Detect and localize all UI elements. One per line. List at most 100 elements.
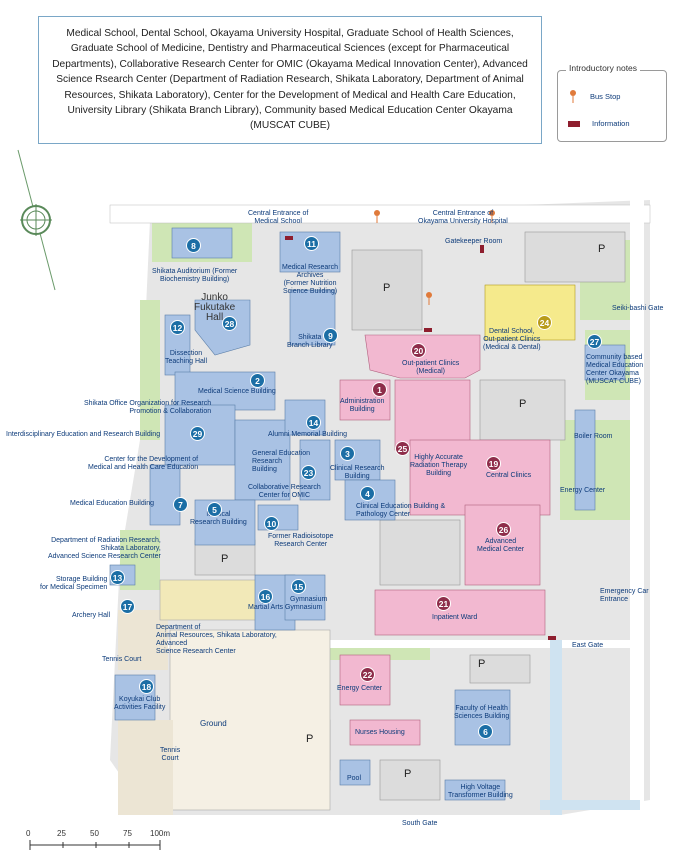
- blue-buildings: [109, 227, 626, 801]
- label-inpatient: Inpatient Ward: [432, 614, 478, 621]
- dental-building: [484, 284, 576, 341]
- scale-label-25: 25: [57, 829, 66, 838]
- label-shikata-office: Shikata Office Organization for Research…: [84, 400, 212, 415]
- label-ground: Ground: [200, 719, 227, 728]
- label-dept-radiation: Department of Radiation Research,Shikata…: [48, 537, 161, 560]
- label-east-gate: East Gate: [572, 642, 604, 649]
- label-martial: Martial Arts Gymnasium: [248, 604, 323, 611]
- label-clinical-edu: Clinical Education Building &Pathology C…: [356, 503, 446, 518]
- label-seiki-gate: Seiki-bashi Gate: [612, 305, 664, 312]
- label-gymnasium: Gymnasium: [290, 596, 328, 603]
- marker-13: 13: [110, 570, 125, 585]
- bus-stop-icons: [374, 210, 495, 305]
- legend-title: Introductory notes: [566, 63, 641, 73]
- label-pool: Pool: [347, 775, 362, 782]
- scale-label-75: 75: [123, 829, 132, 838]
- scale-label-0: 0: [26, 829, 31, 838]
- label-alumni: Alumni Memorial Building: [268, 431, 347, 438]
- bus-stop-icon: [570, 90, 576, 103]
- parking-marker: P: [306, 733, 314, 745]
- marker-24: 24: [537, 315, 552, 330]
- scale-label-100: 100m: [150, 829, 171, 838]
- label-interdisciplinary: Interdisciplinary Education and Research…: [6, 431, 161, 438]
- marker-23: 23: [301, 465, 316, 480]
- marker-19: 19: [486, 456, 501, 471]
- legend: Introductory notes Bus Stop Information: [557, 63, 667, 142]
- marker-8: 8: [186, 238, 201, 253]
- label-boiler: Boiler Room: [574, 433, 613, 440]
- marker-27: 27: [587, 334, 602, 349]
- label-med-edu: Medical Education Building: [70, 500, 155, 507]
- parking-marker: P: [478, 658, 486, 670]
- label-nurses: Nurses Housing: [355, 729, 405, 736]
- parking-marker: P: [221, 553, 229, 565]
- label-energy-center-2: Energy Center: [337, 685, 383, 692]
- parking-marker: P: [404, 768, 412, 780]
- marker-12: 12: [170, 320, 185, 335]
- legend-bus-stop: Bus Stop: [568, 89, 620, 103]
- parking-marker: P: [598, 243, 606, 255]
- label-dental-clinics: Dental School,Out-patient Clinics(Medica…: [483, 328, 541, 351]
- marker-1: 1: [372, 382, 387, 397]
- marker-7: 7: [173, 497, 188, 512]
- label-archery: Archery Hall: [72, 612, 111, 619]
- marker-28: 28: [222, 316, 237, 331]
- description-text: Medical School, Dental School, Okayama U…: [52, 28, 528, 132]
- label-gatekeeper: Gatekeeper Room: [445, 238, 503, 245]
- marker-14: 14: [306, 415, 321, 430]
- marker-26: 26: [496, 522, 511, 537]
- marker-6: 6: [478, 724, 493, 739]
- label-tennis-court-1: Tennis Court: [102, 656, 142, 663]
- label-energy-center: Energy Center: [560, 487, 606, 494]
- marker-3: 3: [340, 446, 355, 461]
- scale-label-50: 50: [90, 829, 99, 838]
- marker-2: 2: [250, 373, 265, 388]
- information-icon: [568, 120, 580, 127]
- marker-5: 5: [207, 502, 222, 517]
- marker-11: 11: [304, 236, 319, 251]
- marker-29: 29: [190, 426, 205, 441]
- compass-icon: [17, 149, 56, 291]
- marker-16: 16: [258, 589, 273, 604]
- marker-20: 20: [411, 343, 426, 358]
- description-box: Medical School, Dental School, Okayama U…: [38, 16, 542, 144]
- parking-marker: P: [383, 282, 391, 294]
- label-outpatient: Out-patient Clinics(Medical): [402, 360, 460, 375]
- parking-marker: P: [519, 398, 527, 410]
- marker-4: 4: [360, 486, 375, 501]
- information-icons: [285, 236, 556, 640]
- marker-9: 9: [323, 328, 338, 343]
- label-south-gate: South Gate: [402, 820, 438, 827]
- gray-structures: [118, 231, 626, 815]
- legend-information: Information: [568, 119, 630, 128]
- scale-bar: [29, 840, 161, 850]
- marker-21: 21: [436, 596, 451, 611]
- marker-25: 25: [395, 441, 410, 456]
- label-med-science: Medical Science Building: [198, 388, 276, 395]
- pink-buildings: [339, 334, 551, 746]
- label-central-clinics: Central Clinics: [486, 472, 532, 479]
- marker-17: 17: [120, 599, 135, 614]
